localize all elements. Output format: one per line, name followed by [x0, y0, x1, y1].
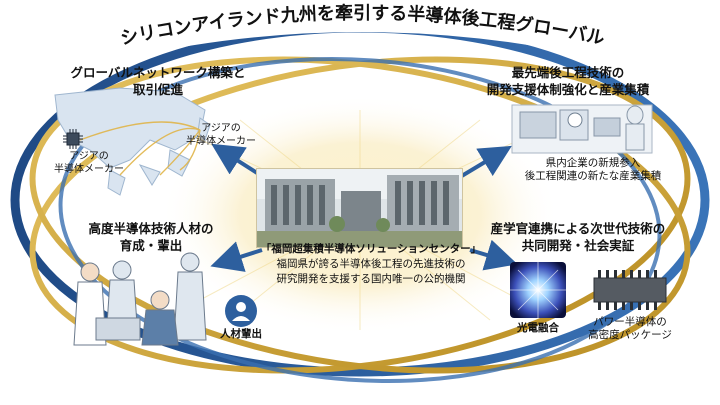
arrow-top-right [453, 145, 512, 182]
quadrant-bottom-left-title: 高度半導体技術人材の 育成・輩出 [88, 221, 214, 253]
quadrant-top-right-title: 最先端後工程技術の 開発支援体制強化と産業集積 [486, 65, 650, 97]
center-desc-line-2: 研究開発を支援する国内唯一の公的機関 [276, 273, 466, 285]
arrow-bottom-right [469, 239, 518, 271]
inner-blue-ring [58, 57, 662, 383]
power-module-label: パワー半導体の 高密度パッケージ [588, 316, 672, 341]
photonics-label: 光電融合 [517, 322, 559, 334]
quadrant-bottom-right-title: 産学官連携による次世代技術の 共同開発・社会実証 [490, 221, 666, 253]
asia-label-right: アジアの 半導体メーカー [186, 123, 256, 147]
person-badge-icon [224, 294, 258, 328]
chip-icon [62, 128, 84, 150]
center-desc-line-1: 福岡県が誇る半導体後工程の先進技術の [276, 258, 466, 270]
asia-label-left: アジアの 半導体メーカー [54, 151, 124, 175]
title-band [91, 6, 634, 65]
center-name: 「福岡超集積半導体ソリューションセンター」 [260, 243, 482, 255]
quadrant-top-left-title: グローバルネットワーク構築と 取引促進 [58, 64, 258, 98]
title-line-2: 取引促進 [132, 82, 183, 97]
arrow-bottom-left [210, 241, 263, 272]
photonics-chip-icon [510, 262, 566, 318]
title-line-1: グローバルネットワーク構築と [70, 65, 246, 80]
gold-ring-a [29, 56, 691, 374]
center-caption: 「福岡超集積半導体ソリューションセンター」 福岡県が誇る半導体後工程の先進技術の… [240, 242, 502, 287]
power-module-icon [588, 266, 672, 314]
person-badge-label: 人材輩出 [220, 328, 262, 340]
building-photo-icon [256, 168, 463, 248]
gold-ring-b [29, 56, 691, 374]
top-right-caption: 県内企業の新規参入 後工程関連の新たな産業集積 [524, 157, 662, 182]
